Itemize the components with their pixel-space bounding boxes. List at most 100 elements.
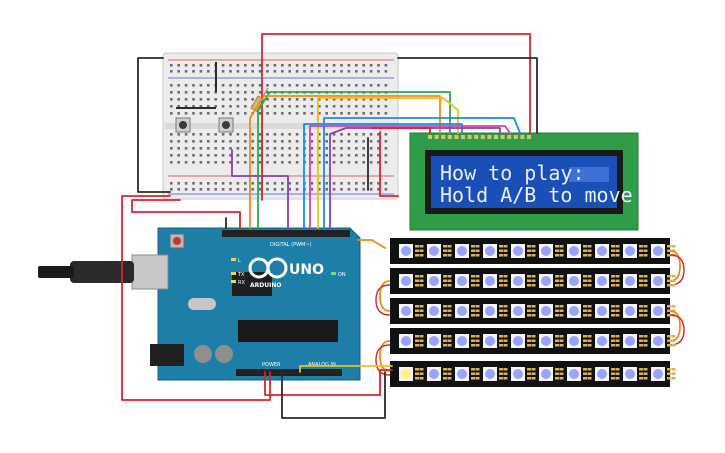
breadboard-hole [266,91,269,94]
breadboard-hole [369,112,373,115]
breadboard-hole [229,188,232,191]
neopixel-pad [475,377,480,380]
breadboard-hole [362,112,365,115]
breadboard-hole [369,140,373,143]
breadboard-hole [362,154,365,157]
breadboard-hole [310,140,314,143]
breadboard-hole [377,64,380,67]
neopixel-pad [475,335,480,338]
neopixel-pad [667,344,671,347]
breadboard-hole [207,64,210,67]
neopixel-pad [415,377,419,380]
breadboard-hole [318,140,321,143]
breadboard-hole [295,133,299,136]
neopixel-pad [583,284,587,287]
breadboard-hole [207,140,210,143]
breadboard-hole [236,182,240,185]
breadboard-hole [332,98,336,101]
neopixel-chain-wire [669,314,685,346]
lcd-pin [447,135,452,139]
neopixel-pad [559,245,564,248]
breadboard-hole [303,98,306,101]
neopixel-pad [471,284,475,287]
neopixel-pad [615,275,620,278]
neopixel-pad [667,377,671,380]
breadboard-hole [377,105,380,108]
neopixel-pad [667,245,671,248]
neopixel-led [485,276,495,286]
neopixel-pad [611,372,615,375]
neopixel-led [401,336,411,346]
breadboard-hole [207,147,210,150]
neopixel-pad [587,377,592,380]
breadboard-hole [362,84,365,87]
breadboard-hole [295,140,299,143]
breadboard-hole [170,98,173,101]
breadboard-hole [303,84,306,87]
breadboard-hole [288,182,291,185]
breadboard-hole [177,182,180,185]
neopixel-pad [643,314,648,317]
neopixel-pad [443,344,447,347]
breadboard-hole [199,64,203,67]
breadboard-hole [318,188,321,191]
lcd-pin [434,135,439,139]
breadboard-hole [177,98,180,101]
neopixel-pad [499,279,503,282]
breadboard-hole [251,188,254,191]
neopixel-pad [415,284,419,287]
neopixel-pad [531,344,536,347]
neopixel-pad [503,279,508,282]
neopixel-pad [527,245,531,248]
neopixel-pad [527,368,531,371]
breadboard-hole [384,112,388,115]
breadboard-hole [244,64,247,67]
breadboard-hole [258,188,262,191]
pushbutton-a[interactable] [175,117,191,133]
pushbutton-b[interactable] [218,117,234,133]
neopixel-pad [503,305,508,308]
breadboard-hole [199,147,203,150]
wire-black [281,371,386,419]
reset-button-cap[interactable] [173,237,181,245]
neopixel-pad [615,314,620,317]
breadboard-hole [192,70,195,73]
neopixel-pad [555,372,559,375]
breadboard-hole [332,84,336,87]
neopixel-pad [559,305,564,308]
breadboard-hole [332,147,336,150]
breadboard-hole [288,147,291,150]
neopixel-pad [587,339,592,342]
breadboard-hole [229,105,232,108]
neopixel-pad [643,254,648,257]
lcd-pin [513,135,518,139]
usb-cable-plug [70,261,134,283]
breadboard-hole [288,64,291,67]
breadboard-hole [273,182,277,185]
breadboard-hole [236,70,240,73]
breadboard-hole [266,112,269,115]
neopixel-pad [415,335,419,338]
neopixel-pad [555,275,559,278]
neopixel-pad [419,305,424,308]
breadboard-hole [347,112,351,115]
breadboard-hole [355,147,358,150]
wire-yellow [299,365,393,373]
neopixel-pad [611,314,615,317]
breadboard-hole [170,64,173,67]
neopixel-pad [443,377,447,380]
breadboard-hole [340,147,343,150]
neopixel-pad [587,372,592,375]
breadboard-hole [347,98,351,101]
breadboard-hole [207,112,210,115]
breadboard-hole [236,133,240,136]
lcd-cursor-block [569,167,609,182]
neopixel-pad [643,275,648,278]
neopixel-pad [531,275,536,278]
neopixel-pad [471,368,475,371]
neopixel-pad [503,254,508,257]
neopixel-pad [443,309,447,312]
breadboard-hole [221,98,225,101]
board-model-label: UNO [289,262,324,278]
breadboard-hole [318,182,321,185]
